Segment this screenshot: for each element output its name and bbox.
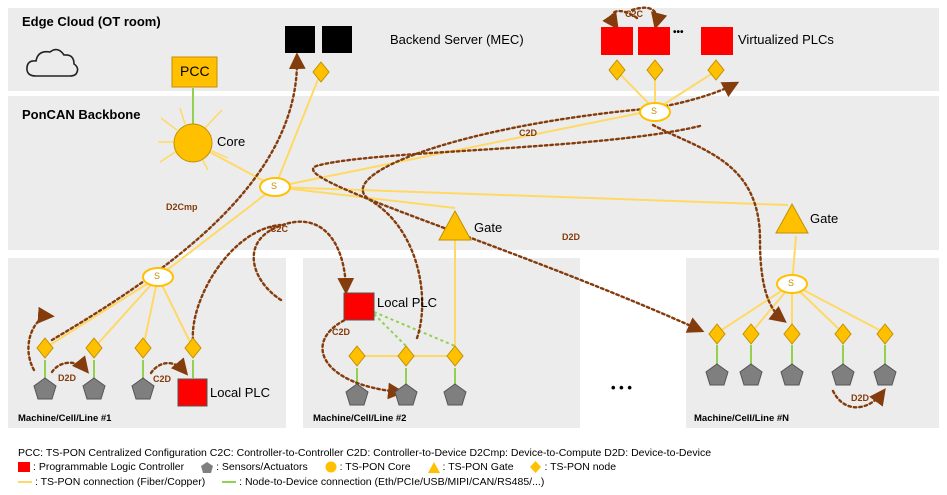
gate-icon [775,202,809,234]
backend-server-icon [322,26,352,53]
splitter-label: S [788,278,795,288]
cloud-icon [26,48,79,77]
machines-ellipsis: • • • [611,380,632,395]
core-node-icon [173,123,213,163]
c2c-flow-label: C2C [270,224,289,234]
local-plc-1-icon [177,378,208,407]
plc-swatch-icon [18,462,30,473]
splitter-label: S [154,271,161,281]
local-plc-label: Local PLC [377,295,437,310]
fiber-line-swatch-icon [18,481,32,484]
edge-cloud-label: Edge Cloud (OT room) [22,14,161,29]
legend-sensor-text: : Sensors/Actuators [216,461,308,473]
legend-gate-text: : TS-PON Gate [442,461,514,473]
machine2-label: Machine/Cell/Line #2 [313,413,407,424]
splitter-label: S [651,106,658,116]
edge-cloud-region [8,8,939,91]
legend-fiber: : TS-PON connection (Fiber/Copper) [18,476,205,488]
plc-ellipsis: ••• [673,27,684,38]
pcc-label: PCC [180,63,210,79]
legend-sensor: : Sensors/Actuators [201,461,308,473]
sensor-actuator-icons [33,363,897,406]
local-plc-2-icon [343,292,375,321]
flow-arrows [27,6,886,409]
gate-icon [438,209,472,241]
virtualized-plc-icon [701,27,733,55]
splitter-nodes [142,102,808,294]
legend-plc: : Programmable Logic Controller [18,461,184,473]
legend-abbreviations: PCC: TS-PON Centralized Configuration C2… [18,447,712,459]
legend-device-conn: : Node-to-Device connection (Eth/PCIe/US… [222,476,544,488]
c2d-flow-label: C2D [332,327,351,337]
legend-core-text: : TS-PON Core [339,461,411,473]
backbone-label: PonCAN Backbone [22,107,141,122]
legend-node-text: : TS-PON node [544,461,617,473]
virtualized-plcs-label: Virtualized PLCs [738,32,834,47]
local-plc-label: Local PLC [210,385,270,400]
diamond-swatch-icon [530,461,542,474]
d2d-flow-label: D2D [562,232,581,242]
legend-node: : TS-PON node [530,461,617,474]
legend-row-3: : TS-PON connection (Fiber/Copper) : Nod… [18,476,558,488]
legend-row-2: : Programmable Logic Controller : Sensor… [18,461,630,474]
d2d-flow-label: D2D [851,393,870,403]
machineN-region [686,258,939,428]
c2d-flow-label: C2D [153,374,172,384]
machineN-label: Machine/Cell/Line #N [694,413,790,424]
gate-label: Gate [474,220,503,235]
circle-swatch-icon [325,461,337,473]
device-links [44,88,886,384]
machine1-label: Machine/Cell/Line #1 [18,413,112,424]
c2c-flow-label: C2C [625,9,644,19]
virtualized-plc-icon [638,27,670,55]
pcc-box [171,56,218,88]
c2d-flow-label: C2D [519,128,538,138]
splitter-label: S [271,181,278,191]
backend-server-label: Backend Server (MEC) [390,32,524,47]
core-label: Core [217,134,246,149]
pentagon-swatch-icon [201,461,214,473]
legend-fiber-text: : TS-PON connection (Fiber/Copper) [35,476,206,488]
backend-server-icon [285,26,315,53]
legend-gate: : TS-PON Gate [427,461,514,473]
legend-plc-text: : Programmable Logic Controller [33,461,185,473]
virtualized-plc-icon [601,27,633,55]
fiber-links [44,70,886,357]
ts-pon-node-icons [36,59,894,367]
device-line-swatch-icon [222,481,237,484]
plc-device-links [373,311,456,347]
gate-label: Gate [810,211,839,226]
legend-core: : TS-PON Core [325,461,411,473]
triangle-swatch-icon [427,461,440,473]
legend-device-conn-text: : Node-to-Device connection (Eth/PCIe/US… [239,476,545,488]
d2d-flow-label: D2D [58,373,77,383]
d2cmp-flow-label: D2Cmp [166,202,198,212]
